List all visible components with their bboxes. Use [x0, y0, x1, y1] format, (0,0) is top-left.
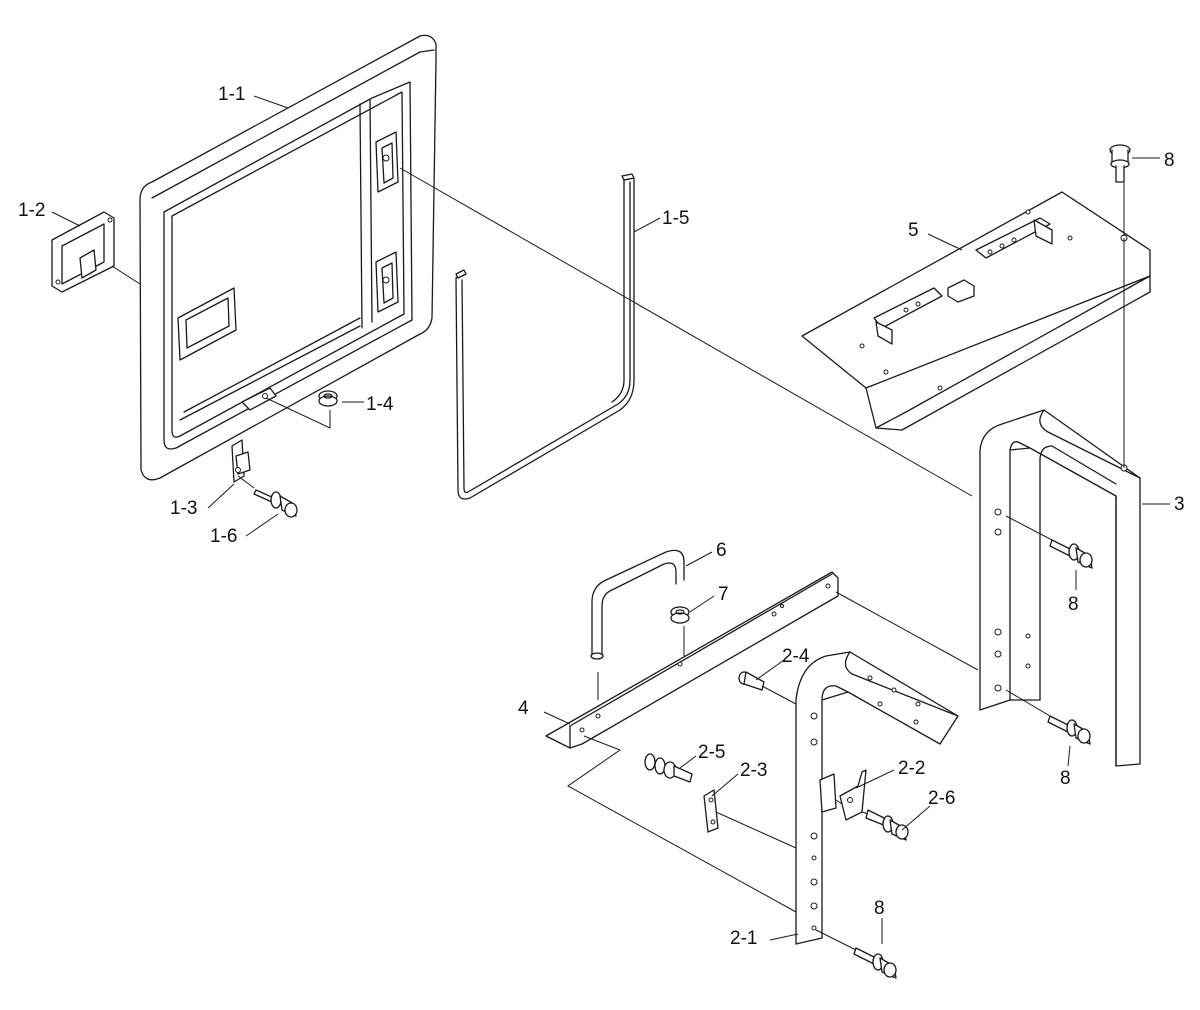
latch-1-2 [51, 211, 115, 293]
label-1-2: 1-2 [18, 200, 45, 221]
clip-2-2 [839, 769, 867, 821]
label-1-6: 1-6 [210, 526, 237, 547]
callout-leaders [51, 95, 1170, 944]
label-2-6: 2-6 [928, 788, 955, 809]
grommet-7 [670, 606, 690, 624]
label-8-bracket-lower: 8 [1060, 768, 1071, 789]
label-8-bottom: 8 [874, 898, 885, 919]
label-2-2: 2-2 [898, 758, 925, 779]
pin-2-4 [738, 671, 765, 691]
assembly-lines [111, 167, 1125, 951]
label-1-3: 1-3 [170, 498, 197, 519]
label-4: 4 [518, 698, 529, 719]
lower-rail-4 [545, 571, 839, 749]
handle-bar-6 [590, 549, 685, 660]
label-5: 5 [908, 220, 919, 241]
label-2-4: 2-4 [782, 646, 810, 667]
label-2-3: 2-3 [740, 760, 767, 781]
seal-1-5 [455, 173, 635, 500]
bolt-8-bracket-upper [1049, 539, 1093, 569]
bolt-2-5 [644, 753, 693, 783]
label-2-5: 2-5 [698, 742, 725, 763]
label-8-top: 8 [1164, 150, 1175, 171]
bolt-2-6 [865, 809, 909, 841]
callout-labels: 1-1 1-2 1-4 1-5 1-3 1-6 5 8 3 8 8 6 7 4 … [18, 84, 1185, 949]
label-2-1: 2-1 [730, 928, 757, 949]
label-1-5: 1-5 [662, 208, 689, 229]
bolt-8-bottom [853, 947, 897, 979]
bolt-8-bracket-lower [1047, 715, 1091, 745]
label-1-1: 1-1 [218, 84, 245, 105]
plate-2-3 [703, 789, 719, 833]
label-1-4: 1-4 [366, 394, 394, 415]
catch-1-3 [231, 439, 251, 483]
label-8-bracket-upper: 8 [1068, 594, 1079, 615]
top-plate-5 [801, 191, 1151, 431]
label-6: 6 [716, 540, 727, 561]
bolt-1-6 [253, 489, 298, 518]
side-bracket-3 [979, 409, 1141, 767]
bolt-8-top [1109, 144, 1131, 183]
label-3: 3 [1174, 494, 1185, 515]
front-bracket-2-1 [795, 651, 959, 945]
label-7: 7 [718, 584, 729, 605]
door-panel-1-1 [139, 34, 437, 481]
grommet-1-4 [318, 390, 338, 407]
